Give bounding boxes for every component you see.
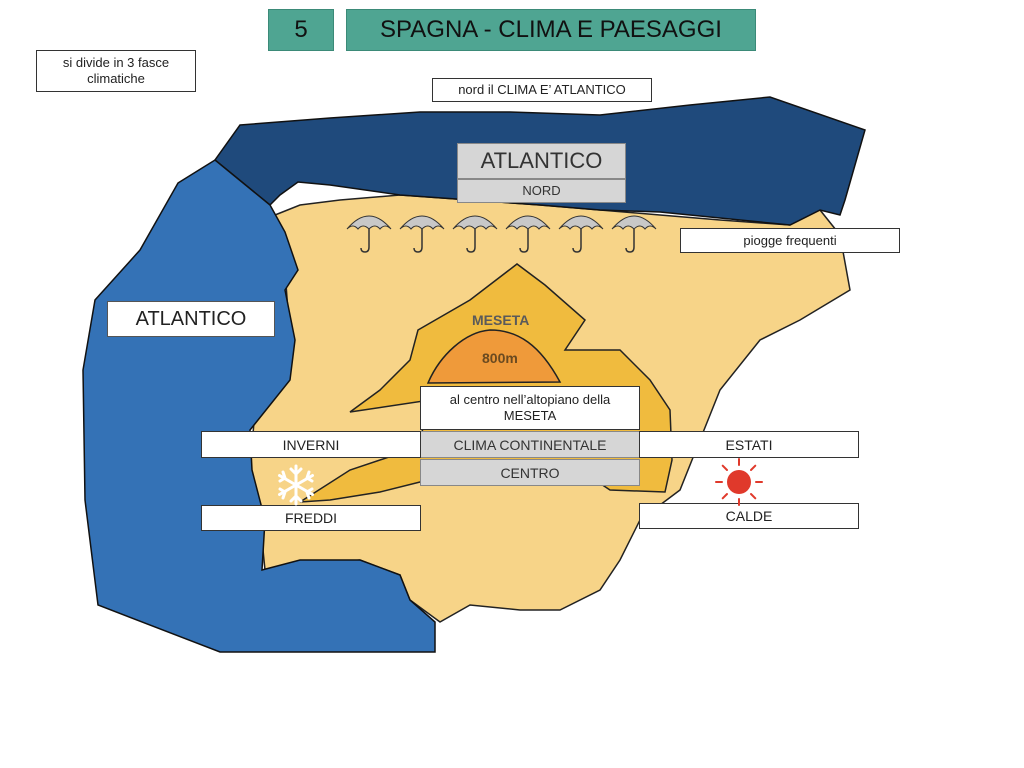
umbrella-icon (452, 215, 498, 253)
slide-number: 5 (268, 9, 334, 51)
page-title: SPAGNA - CLIMA E PAESAGGI (346, 9, 756, 51)
climate-label: CLIMA CONTINENTALE (420, 431, 640, 458)
snowflake-icon (278, 464, 314, 506)
umbrella-icon (505, 215, 551, 253)
summer-desc: CALDE (639, 503, 859, 529)
north-region-label: NORD (457, 179, 626, 203)
west-sea-label: ATLANTICO (107, 301, 275, 337)
west-sea (82, 159, 436, 653)
meseta-label: MESETA (472, 312, 530, 328)
center-region-label: CENTRO (420, 459, 640, 486)
intro-note: si divide in 3 fasce climatiche (36, 50, 196, 92)
rain-note: piogge frequenti (680, 228, 900, 253)
plateau-peak (426, 329, 562, 384)
summer-label: ESTATI (639, 431, 859, 458)
center-note: al centro nell’altopiano della MESETA (420, 386, 640, 430)
altitude-label: 800m (482, 350, 518, 366)
umbrella-icon (558, 215, 604, 253)
sun-icon (715, 458, 763, 506)
north-sea-label: ATLANTICO (457, 143, 626, 179)
umbrella-icon (346, 215, 392, 253)
winter-label: INVERNI (201, 431, 421, 458)
umbrella-icons (346, 215, 657, 253)
north-note: nord il CLIMA E’ ATLANTICO (432, 78, 652, 102)
umbrella-icon (399, 215, 445, 253)
umbrella-icon (611, 215, 657, 253)
winter-desc: FREDDI (201, 505, 421, 531)
